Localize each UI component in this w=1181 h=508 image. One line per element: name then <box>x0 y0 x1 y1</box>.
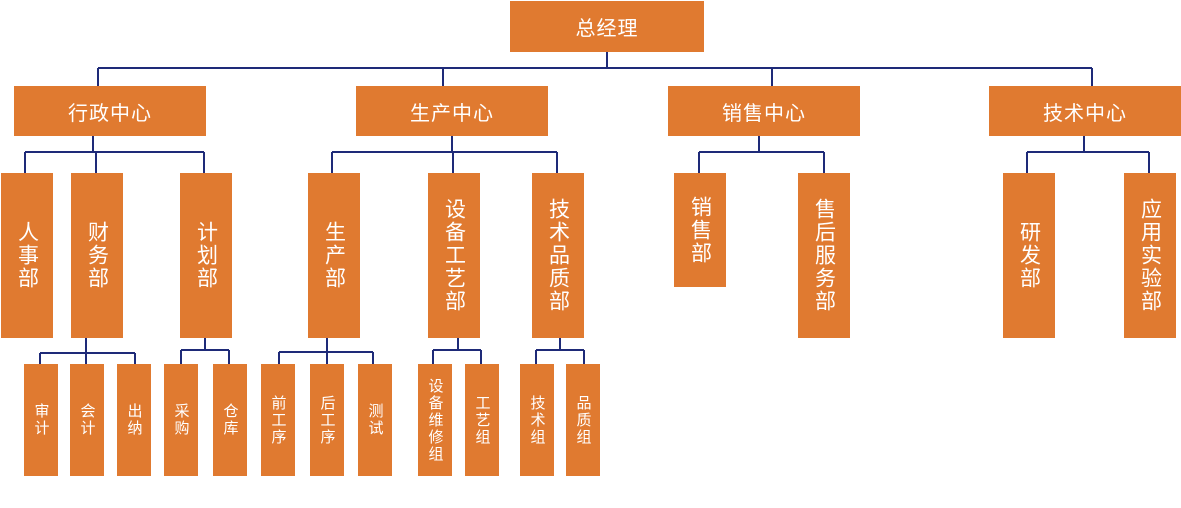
root-box[interactable]: 总经理 <box>510 1 704 52</box>
group-front-process[interactable]: 前工序 <box>261 364 295 476</box>
center-sales[interactable]: 销售中心 <box>668 86 860 136</box>
dept-after-sales[interactable]: 售后服务部 <box>798 173 850 338</box>
group-label: 会计 <box>78 403 97 437</box>
group-label: 审计 <box>32 403 51 437</box>
group-label: 出纳 <box>125 403 144 437</box>
group-label: 工艺组 <box>473 394 492 446</box>
group-accounting[interactable]: 会计 <box>70 364 104 476</box>
dept-label: 技术品质部 <box>546 198 571 313</box>
dept-label: 生产部 <box>322 221 347 290</box>
dept-equipment-process[interactable]: 设备工艺部 <box>428 173 480 338</box>
dept-label: 计划部 <box>194 221 219 290</box>
dept-label: 应用实验部 <box>1138 198 1163 313</box>
center-connector-production <box>331 136 558 173</box>
dept-application-lab[interactable]: 应用实验部 <box>1124 173 1176 338</box>
dept-label: 设备工艺部 <box>442 198 467 313</box>
group-audit[interactable]: 审计 <box>24 364 58 476</box>
center-label: 行政中心 <box>68 100 152 125</box>
group-label: 采购 <box>172 403 191 437</box>
group-label: 仓库 <box>221 403 240 437</box>
group-purchasing[interactable]: 采购 <box>164 364 198 476</box>
dept-connector-equipment <box>432 338 482 364</box>
dept-production[interactable]: 生产部 <box>308 173 360 338</box>
group-label: 品质组 <box>574 394 593 446</box>
group-label: 技术组 <box>528 394 547 446</box>
dept-label: 研发部 <box>1017 221 1042 290</box>
center-label: 销售中心 <box>722 100 806 125</box>
group-process[interactable]: 工艺组 <box>465 364 499 476</box>
dept-label: 财务部 <box>85 221 110 290</box>
group-label: 后工序 <box>318 394 337 446</box>
group-technology[interactable]: 技术组 <box>520 364 554 476</box>
center-production[interactable]: 生产中心 <box>356 86 548 136</box>
root-label: 总经理 <box>575 16 639 40</box>
dept-sales[interactable]: 销售部 <box>674 173 726 287</box>
dept-tech-quality[interactable]: 技术品质部 <box>532 173 584 338</box>
dept-connector-production <box>278 338 374 364</box>
group-label: 前工序 <box>269 394 288 446</box>
dept-label: 售后服务部 <box>812 198 837 313</box>
dept-connector-planning <box>180 338 230 364</box>
dept-connector-finance <box>39 338 136 364</box>
group-back-process[interactable]: 后工序 <box>310 364 344 476</box>
dept-label: 销售部 <box>688 195 713 265</box>
dept-finance[interactable]: 财务部 <box>71 173 123 338</box>
group-equipment-maintenance[interactable]: 设备维修组 <box>418 364 452 476</box>
root-connector <box>97 52 1093 86</box>
group-warehouse[interactable]: 仓库 <box>213 364 247 476</box>
group-label: 测试 <box>366 403 385 437</box>
center-connector-admin <box>24 136 205 173</box>
center-connector-tech <box>1026 136 1150 173</box>
center-label: 生产中心 <box>410 100 494 125</box>
group-testing[interactable]: 测试 <box>358 364 392 476</box>
center-connector-sales <box>698 136 825 173</box>
dept-label: 人事部 <box>15 221 40 290</box>
center-tech[interactable]: 技术中心 <box>989 86 1181 136</box>
center-admin[interactable]: 行政中心 <box>14 86 206 136</box>
group-quality[interactable]: 品质组 <box>566 364 600 476</box>
dept-planning[interactable]: 计划部 <box>180 173 232 338</box>
dept-rnd[interactable]: 研发部 <box>1003 173 1055 338</box>
center-label: 技术中心 <box>1043 100 1127 125</box>
dept-hr[interactable]: 人事部 <box>1 173 53 338</box>
dept-connector-quality <box>535 338 585 364</box>
group-cashier[interactable]: 出纳 <box>117 364 151 476</box>
group-label: 设备维修组 <box>426 377 445 463</box>
